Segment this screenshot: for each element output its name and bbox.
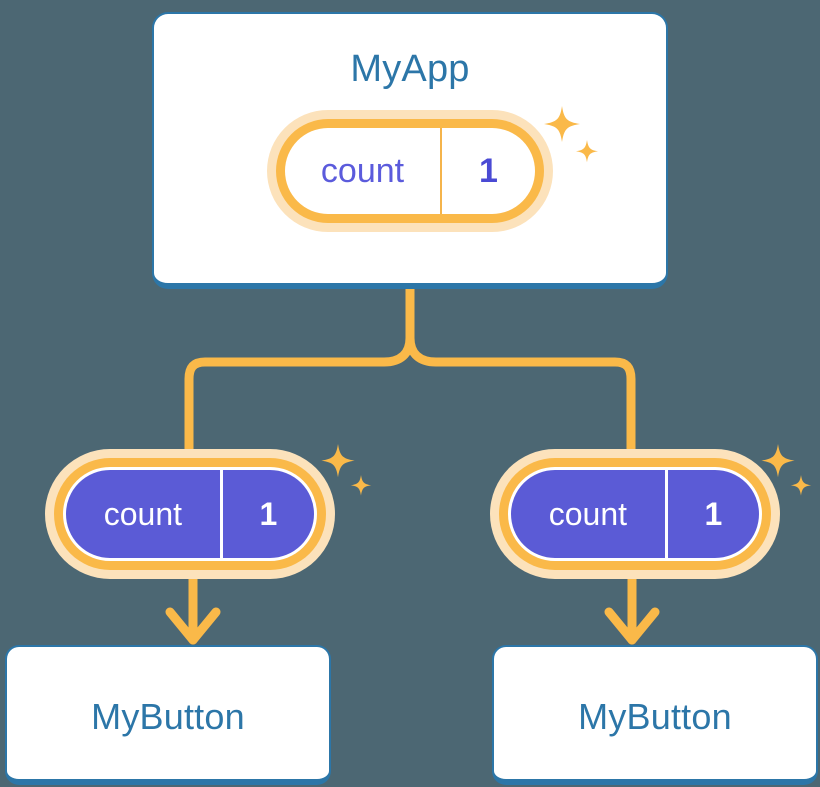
state-pill-myapp[interactable]: count 1: [267, 110, 553, 232]
state-pill-child-right[interactable]: count 1: [490, 449, 780, 579]
state-value-label: 1: [219, 470, 314, 558]
wire-to-right-child: [405, 283, 636, 475]
state-value-label: 1: [440, 128, 535, 214]
pill-body: count 1: [63, 467, 317, 561]
state-key-label: count: [548, 495, 628, 532]
component-label: MyButton: [578, 696, 732, 737]
sparkle-four-point-small-icon: [350, 475, 372, 496]
state-key-label: count: [103, 495, 183, 532]
state-value-label: 1: [664, 470, 759, 558]
component-card-mybutton-right[interactable]: MyButton: [492, 645, 818, 785]
state-key-label: count: [320, 151, 405, 190]
arrow-head-left: [165, 607, 221, 645]
wire-to-left-child: [184, 283, 415, 475]
state-pill-child-left[interactable]: count 1: [45, 449, 335, 579]
diagram-canvas: MyApp count 1 count 1 MyButton count: [5, 12, 818, 785]
pill-body: count 1: [508, 467, 762, 561]
arrow-head-right: [604, 607, 660, 645]
component-card-mybutton-left[interactable]: MyButton: [5, 645, 331, 785]
sparkle-four-point-small-icon: [790, 475, 812, 496]
pill-body: count 1: [285, 128, 535, 214]
page-title: MyApp: [350, 48, 470, 90]
component-label: MyButton: [91, 696, 245, 737]
